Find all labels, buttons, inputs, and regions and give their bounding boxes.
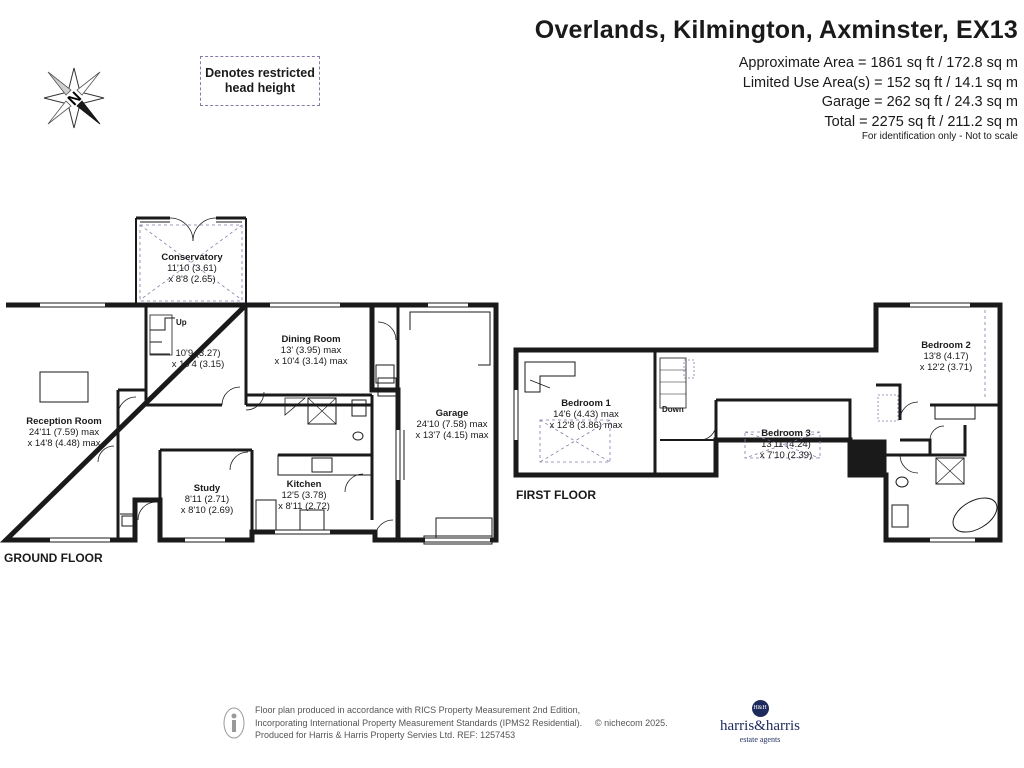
property-title: Overlands, Kilmington, Axminster, EX13 xyxy=(534,16,1018,44)
room-dimension: 13'8 (4.17) xyxy=(923,351,969,362)
room-dimension: x 8'10 (2.69) xyxy=(180,505,234,516)
logo-badge: H&H xyxy=(751,700,769,717)
room-dining: Dining Room 13' (3.95) max x 10'4 (3.14)… xyxy=(252,334,370,367)
room-reception: Reception Room 24'11 (7.59) max x 14'8 (… xyxy=(10,416,118,449)
room-dimension: 11'10 (3.61) xyxy=(167,263,217,274)
room-dimension: x 14'8 (4.48) max xyxy=(27,438,101,449)
footer-line-2: Incorporating International Property Mea… xyxy=(255,717,583,728)
room-conservatory: Conservatory 11'10 (3.61) x 8'8 (2.65) xyxy=(142,252,242,285)
ground-floor-plan xyxy=(0,216,499,545)
footer-line-1: Floor plan produced in accordance with R… xyxy=(255,705,581,715)
info-person-icon xyxy=(223,707,245,739)
room-dimension: 24'11 (7.59) max xyxy=(28,427,100,438)
room-dimension: 10'9 (3.27) xyxy=(175,348,221,359)
area-garage: Garage = 262 sq ft / 24.3 sq m xyxy=(821,94,1018,110)
room-hall-area: 10'9 (3.27) x 10'4 (3.15) xyxy=(150,348,246,370)
garage-outline xyxy=(372,302,499,545)
room-name: Dining Room xyxy=(281,334,341,345)
room-study: Study 8'11 (2.71) x 8'10 (2.69) xyxy=(162,483,252,516)
legend-line-1: Denotes restricted xyxy=(205,66,315,80)
logo-tagline: estate agents xyxy=(739,735,781,744)
area-limited-use: Limited Use Area(s) = 152 sq ft / 14.1 s… xyxy=(742,74,1018,91)
room-name: Bedroom 2 xyxy=(921,340,971,351)
room-dimension: x 8'11 (2.72) xyxy=(278,501,330,512)
ground-floor-walls xyxy=(0,302,401,543)
room-dimension: x 10'4 (3.14) max xyxy=(274,356,348,367)
restricted-height-legend: Denotes restricted head height xyxy=(200,56,320,106)
room-name: Garage xyxy=(435,408,469,419)
room-dimension: 8'11 (2.71) xyxy=(184,494,230,505)
first-floor-plan xyxy=(513,302,1003,543)
room-dimension: x 12'8 (3.86) max xyxy=(549,420,623,431)
compass-icon: N xyxy=(43,67,105,129)
room-dimension: 24'10 (7.58) max xyxy=(416,419,488,430)
room-name: Study xyxy=(193,483,221,494)
conservatory-outline xyxy=(135,216,247,304)
room-dimension: 12'5 (3.78) xyxy=(281,490,327,501)
room-name: Kitchen xyxy=(286,479,322,490)
room-garage: Garage 24'10 (7.58) max x 13'7 (4.15) ma… xyxy=(400,408,504,441)
room-name: Bedroom 1 xyxy=(561,398,611,409)
agent-logo: H&H harris&harris estate agents xyxy=(705,700,815,744)
stairs-up-label: Up xyxy=(176,318,187,327)
legend-line-2: head height xyxy=(224,81,296,95)
disclaimer: For identification only - Not to scale xyxy=(861,131,1018,142)
room-name: Reception Room xyxy=(26,416,102,427)
footer-copyright: © nichecom 2025. xyxy=(595,717,668,728)
room-bedroom-3: Bedroom 3 13'11 (4.24) x 7'10 (2.39) xyxy=(736,428,836,461)
room-dimension: x 7'10 (2.39) xyxy=(759,450,813,461)
room-name: Conservatory xyxy=(161,252,223,263)
room-bedroom-2: Bedroom 2 13'8 (4.17) x 12'2 (3.71) xyxy=(896,340,996,373)
logo-brand: harris&harris xyxy=(720,718,800,734)
footer-line-3: Produced for Harris & Harris Property Se… xyxy=(255,730,516,740)
room-kitchen: Kitchen 12'5 (3.78) x 8'11 (2.72) xyxy=(256,479,352,512)
footer-notes: Floor plan produced in accordance with R… xyxy=(255,704,668,742)
stairs-down-label: Down xyxy=(662,405,684,414)
area-summary: Approximate Area = 1861 sq ft / 172.8 sq… xyxy=(739,54,1018,132)
ground-floor-label: GROUND FLOOR xyxy=(4,551,103,565)
area-approximate: Approximate Area = 1861 sq ft / 172.8 sq… xyxy=(738,55,1018,71)
area-total: Total = 2275 sq ft / 211.2 sq m xyxy=(824,113,1018,130)
room-dimension: 13'11 (4.24) xyxy=(761,439,811,450)
room-dimension: x 8'8 (2.65) xyxy=(168,274,216,285)
room-dimension: x 12'2 (3.71) xyxy=(919,362,973,373)
room-name: Bedroom 3 xyxy=(761,428,811,439)
room-dimension: x 10'4 (3.15) xyxy=(171,359,225,370)
room-dimension: 13' (3.95) max xyxy=(280,345,342,356)
room-dimension: 14'6 (4.43) max xyxy=(553,409,619,420)
first-floor-label: FIRST FLOOR xyxy=(516,488,596,502)
room-dimension: x 13'7 (4.15) max xyxy=(415,430,489,441)
room-bedroom-1: Bedroom 1 14'6 (4.43) max x 12'8 (3.86) … xyxy=(536,398,636,431)
